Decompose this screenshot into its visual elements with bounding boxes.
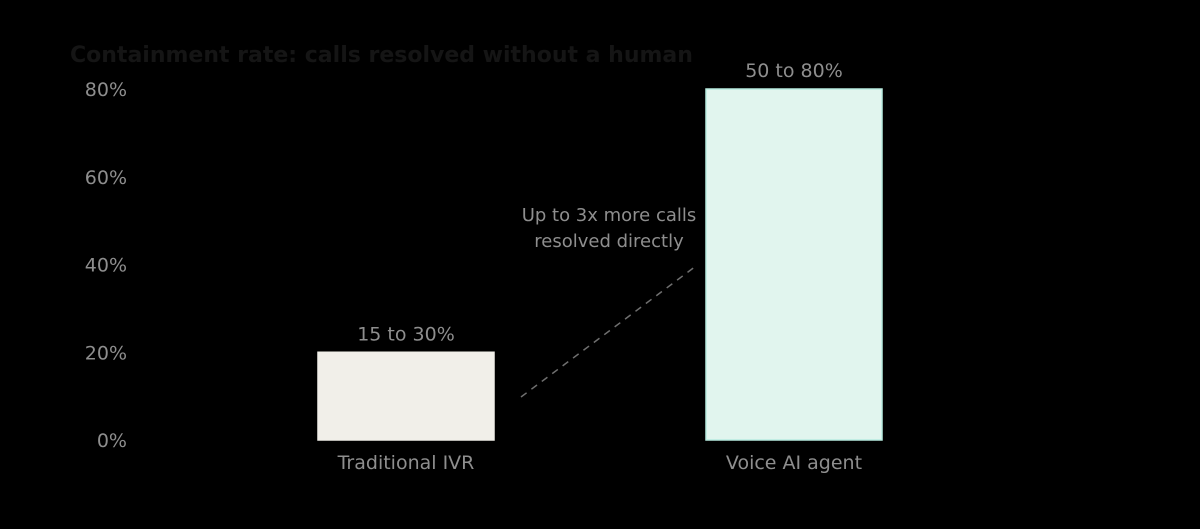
annotation: Up to 3x more calls resolved directly [520,205,697,398]
y-tick-label: 40% [85,255,127,277]
bar-data-label: 15 to 30% [357,323,455,345]
bar-group: 15 to 30% Traditional IVR 50 to 80% Voice A… [317,60,883,474]
bar-data-label: 50 to 80% [745,60,843,82]
chart-title: Containment rate: calls resolved without… [70,43,693,68]
y-tick-label: 60% [85,167,127,189]
bar [317,351,495,441]
y-tick-label: 20% [85,342,127,364]
x-category-label: Voice AI agent [726,452,862,474]
annotation-line-1: Up to 3x more calls [522,205,697,226]
y-tick-label: 0% [97,430,127,452]
y-tick-label: 80% [85,79,127,101]
x-category-label: Traditional IVR [337,452,475,474]
annotation-connector [520,265,697,398]
annotation-line-2: resolved directly [534,231,684,252]
y-axis: 0% 20% 40% 60% 80% [85,79,127,452]
bar [705,88,883,441]
